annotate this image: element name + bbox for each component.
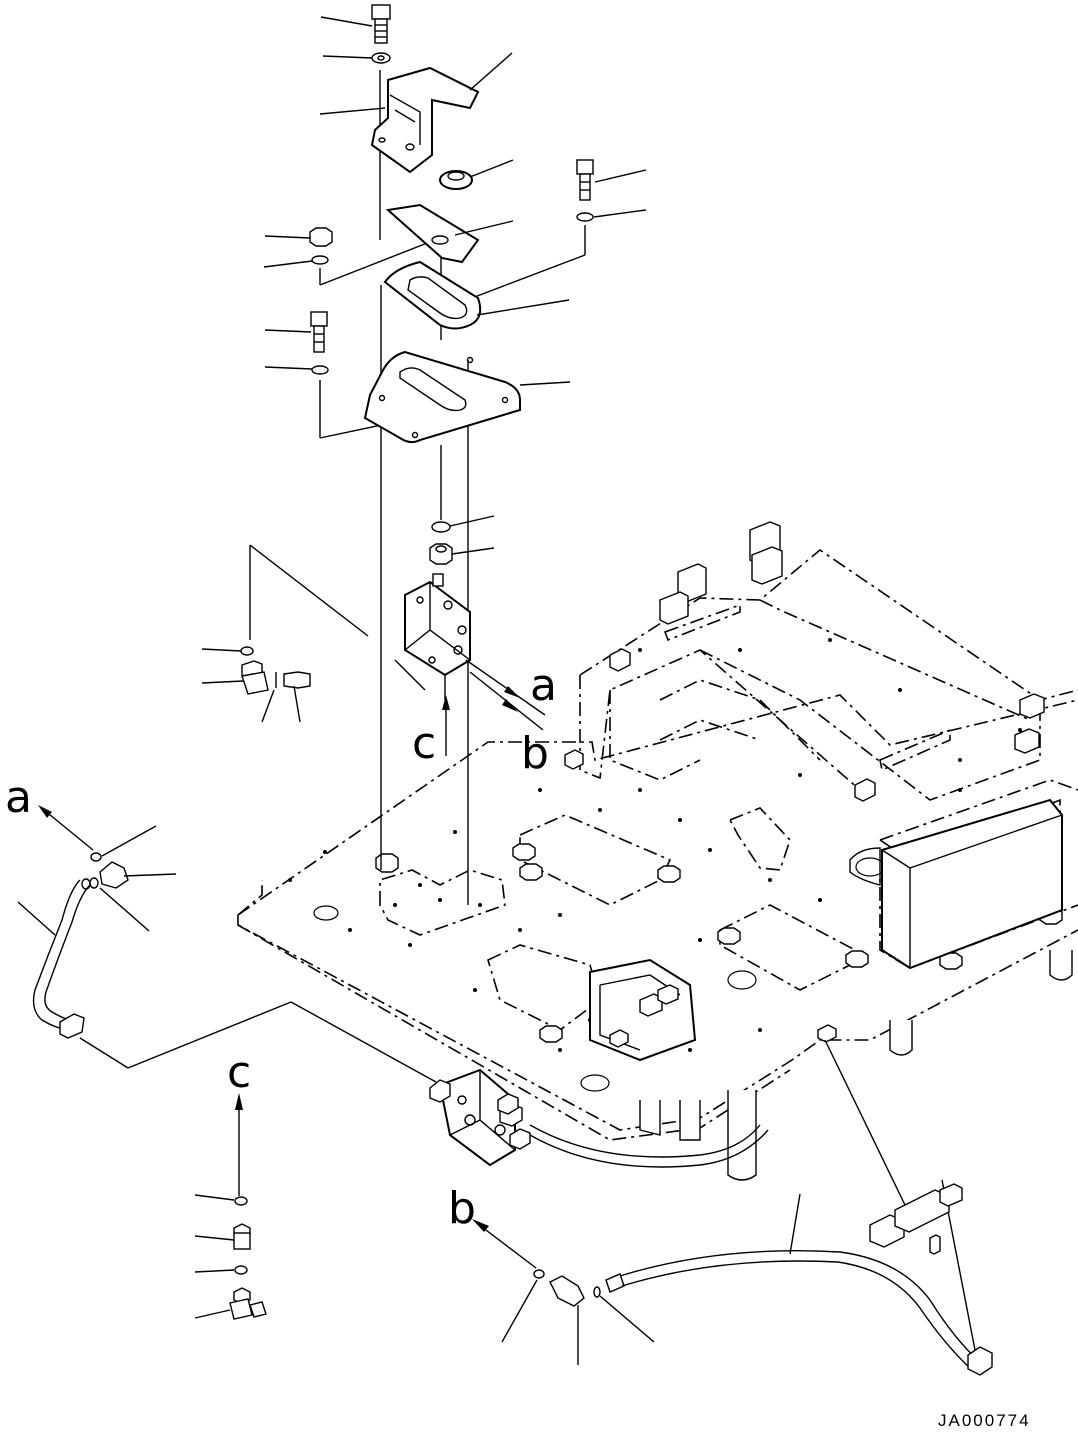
control-box [589,958,697,1062]
bolt-1 [371,4,391,44]
callout-c-lower: c [227,1047,251,1098]
drawing-code: JA000774 [938,1411,1031,1430]
callout-a-lower: a [5,772,32,823]
callout-c-upper: c [412,718,436,769]
arrow-heads [38,686,520,1232]
exploded-parts [309,4,594,691]
fittings-upper-left [240,646,311,695]
frame-mounts [564,521,1045,802]
callout-b-lower: b [448,1183,476,1234]
fittings-c [229,1196,267,1320]
fittings-right [817,1024,963,1255]
frame-posts [639,950,1073,1181]
explode-lines [319,70,586,905]
callout-b-upper: b [521,728,549,779]
callout-a-upper: a [530,660,557,711]
side-box [849,798,1063,970]
hose-a [32,852,129,1039]
hose-b [533,1179,993,1376]
leader-lines [17,16,906,1365]
floor-holes [288,638,1063,1092]
solenoid-valve [429,1068,769,1168]
